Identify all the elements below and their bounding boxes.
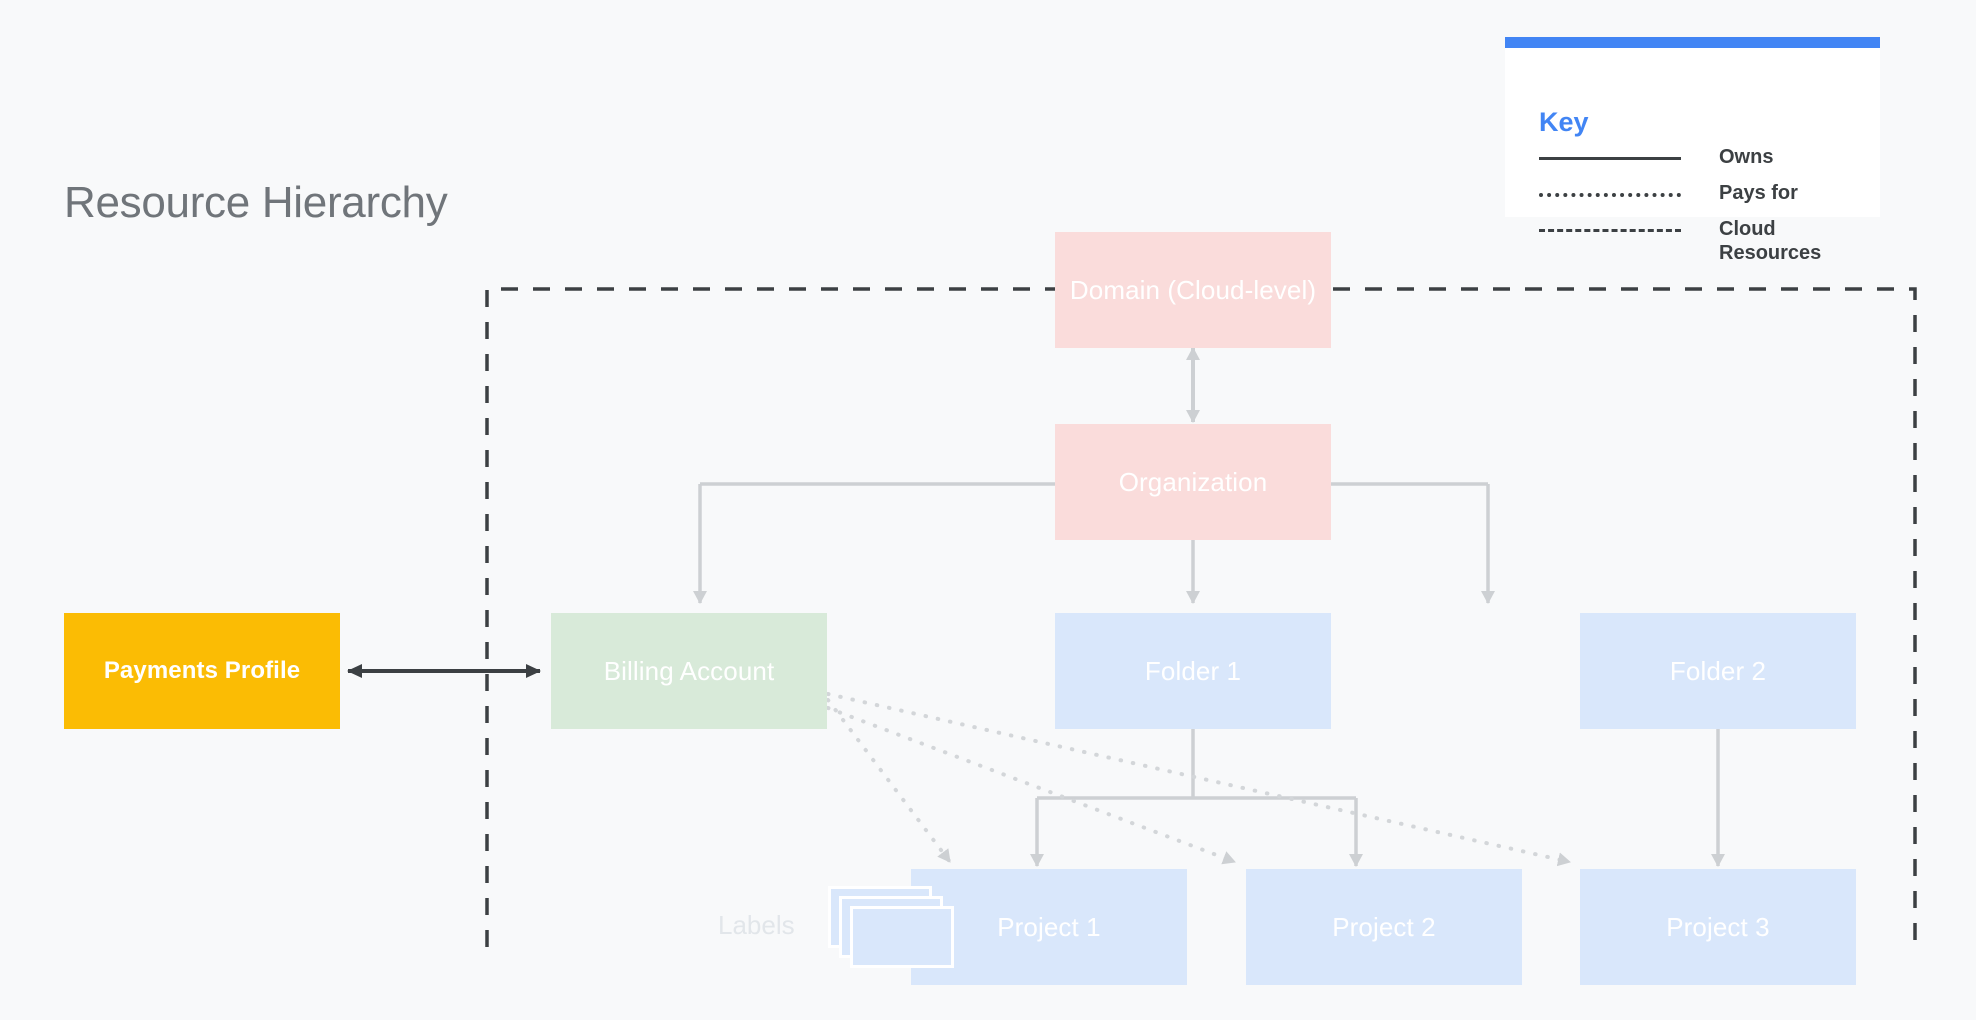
node-project-3[interactable]: Project 3 — [1580, 869, 1856, 985]
node-billing-account[interactable]: Billing Account — [551, 613, 827, 729]
labels-stack-icon — [828, 886, 958, 972]
labels-annotation-text: Labels — [718, 910, 795, 940]
key-entry-owns: Owns — [1539, 145, 1859, 181]
node-folder-1[interactable]: Folder 1 — [1055, 613, 1331, 729]
key-accent-bar — [1505, 37, 1880, 48]
cloud-resources-label: Cloud Resources — [1719, 218, 1822, 264]
node-organization[interactable]: Organization — [1055, 424, 1331, 540]
key-heading: Key — [1539, 107, 1589, 137]
node-project-1[interactable]: Project 1 — [911, 869, 1187, 985]
edge-folder1-projects — [1030, 722, 1363, 867]
node-domain[interactable]: Domain (Cloud-level) — [1055, 232, 1331, 348]
key-entry-list: Owns Pays for Cloud Resources — [1539, 145, 1859, 264]
owns-label: Owns — [1719, 146, 1774, 168]
key-legend-card: Key Owns Pays for Cloud Resources — [1505, 37, 1880, 264]
key-entry-pays-for: Pays for — [1539, 181, 1859, 217]
pays-for-label: Pays for — [1719, 182, 1798, 204]
cloud-resources-line-sample — [1539, 229, 1681, 232]
node-project-2[interactable]: Project 2 — [1246, 869, 1522, 985]
node-payments-profile[interactable]: Payments Profile — [64, 613, 340, 729]
owns-line-sample — [1539, 157, 1681, 160]
node-folder-2[interactable]: Folder 2 — [1580, 613, 1856, 729]
page-title: Resource Hierarchy — [64, 178, 448, 227]
pays-for-line-sample — [1539, 193, 1681, 197]
labels-stack-sheet-front — [850, 906, 954, 968]
key-entry-cloud-resources: Cloud Resources — [1539, 217, 1859, 264]
